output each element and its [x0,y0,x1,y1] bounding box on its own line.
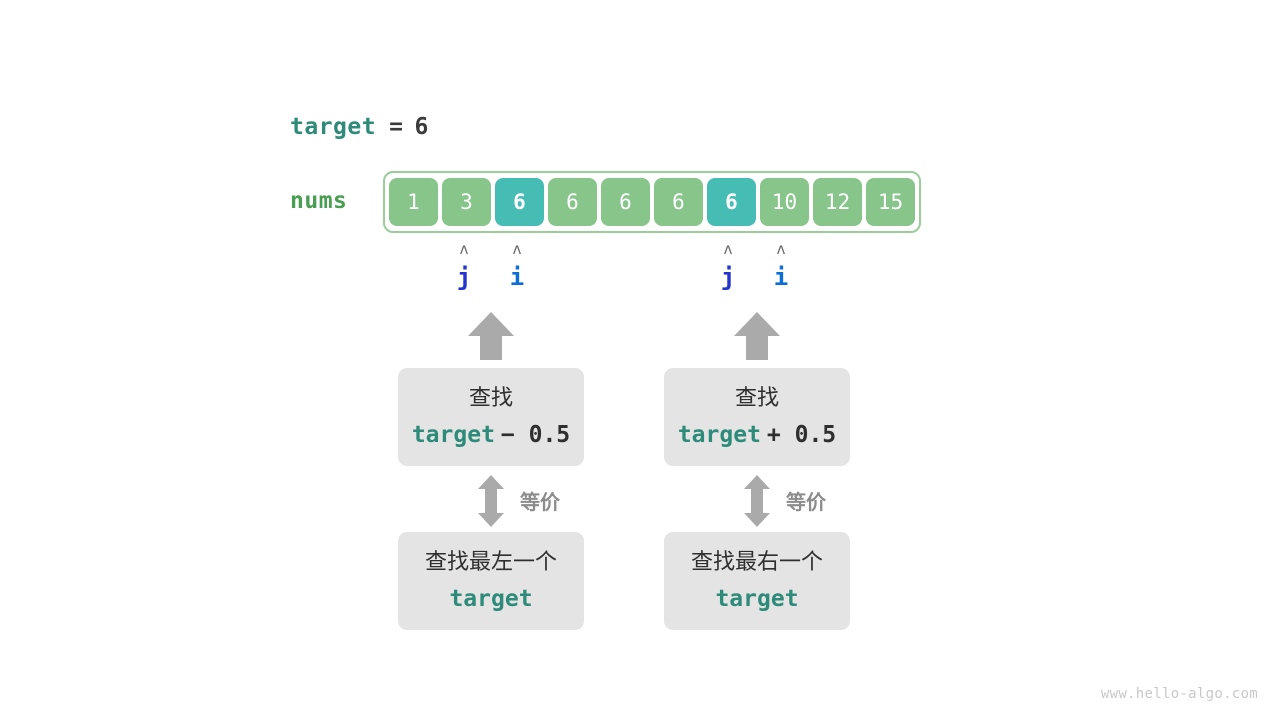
array-cell: 6 [548,178,597,226]
caret-icon: ʌ [776,240,786,258]
arrow-up-left [468,312,514,360]
array-cell: 6 [707,178,756,226]
target-token: target [715,585,799,612]
arrow-double-right [744,475,770,527]
pointer-i-right: ʌ i [766,242,796,292]
upper-box-right-line2: target+ 0.5 [678,419,836,451]
upper-box-left-line2: target− 0.5 [412,419,570,451]
pointer-label: j [456,263,472,291]
target-token: target [677,421,761,448]
caret-icon: ʌ [459,240,469,258]
upper-box-left-line1: 查找 [468,385,513,411]
array-cell: 6 [495,178,544,226]
lower-box-right: 查找最右一个 target [664,532,850,630]
pointer-j-right: ʌ j [713,242,743,292]
lower-box-left: 查找最左一个 target [398,532,584,630]
array-cell: 1 [389,178,438,226]
target-token: target [449,585,533,612]
upper-box-left: 查找 target− 0.5 [398,368,584,466]
equiv-label-left: 等价 [520,490,560,514]
array-cell: 12 [813,178,862,226]
array-cell: 6 [601,178,650,226]
caret-icon: ʌ [512,240,522,258]
pointer-label: j [720,263,736,291]
nums-label: nums [290,188,348,214]
array-cell: 10 [760,178,809,226]
equiv-label-right: 等价 [786,490,826,514]
equals-sign: = [389,114,404,140]
caret-icon: ʌ [723,240,733,258]
pointer-label: i [509,263,525,291]
lower-box-right-line2: target [715,583,798,615]
lower-box-left-line2: target [449,583,532,615]
target-declaration: target = 6 [290,110,429,144]
arrow-up-right [734,312,780,360]
operator-token: + 0.5 [766,421,837,448]
watermark: www.hello-algo.com [1100,686,1258,702]
target-value: 6 [414,114,429,140]
pointer-j-left: ʌ j [449,242,479,292]
array-cell: 15 [866,178,915,226]
upper-box-right: 查找 target+ 0.5 [664,368,850,466]
lower-box-right-line1: 查找最右一个 [690,549,823,575]
target-keyword: target [290,114,377,140]
array-cell: 3 [442,178,491,226]
arrow-double-left [478,475,504,527]
lower-box-left-line1: 查找最左一个 [424,549,557,575]
target-token: target [411,421,495,448]
pointer-label: i [773,263,789,291]
operator-token: − 0.5 [500,421,571,448]
pointer-i-left: ʌ i [502,242,532,292]
array-cell: 6 [654,178,703,226]
upper-box-right-line1: 查找 [734,385,779,411]
